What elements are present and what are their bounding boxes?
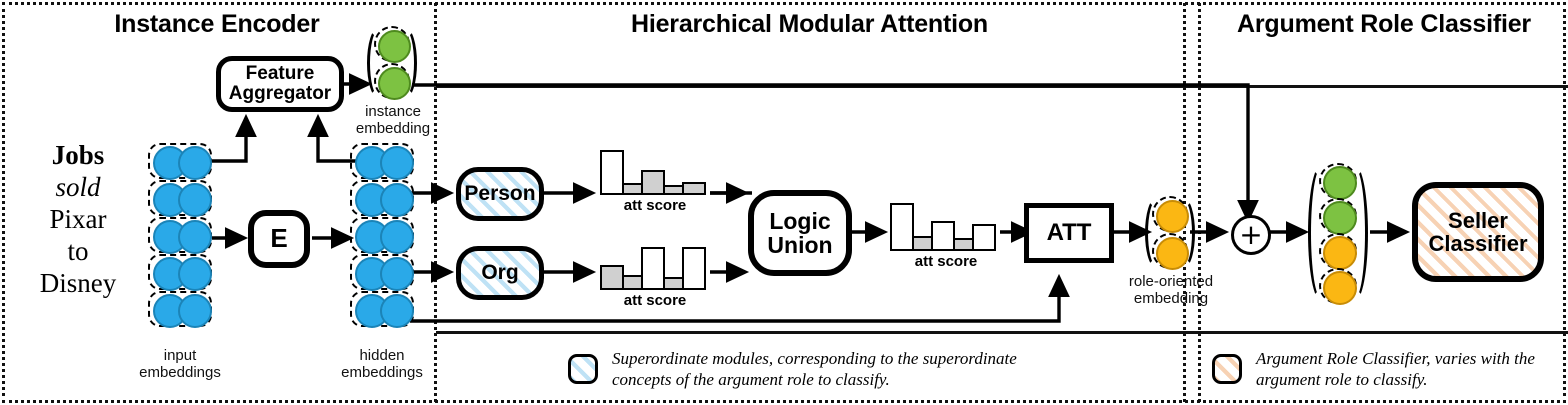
panel-title-argument-role-classifier: Argument Role Classifier [1237, 10, 1531, 38]
legend-classifier-text: Argument Role Classifier, varies with th… [1256, 349, 1535, 390]
middle-panel-top-rule [436, 85, 1568, 88]
input-embeddings-group [148, 143, 212, 328]
sum-node: + [1231, 215, 1271, 255]
bracket-right-icon [395, 28, 417, 98]
input-embedding-cell [178, 220, 212, 254]
role-embedding-cell [1156, 237, 1189, 270]
hidden-embeddings-label: hidden embeddings [322, 347, 442, 382]
instance-embedding-label-text: instance embedding [355, 103, 431, 137]
seller-classifier-label: Seller Classifier [1428, 207, 1528, 256]
concat-embedding-cell-instance [1323, 166, 1357, 200]
union-att-score-caption: att score [914, 253, 978, 270]
sentence-word-3: to [67, 236, 89, 266]
bracket-left-icon [1308, 165, 1334, 301]
sentence-word-1: sold [55, 172, 101, 202]
sentence-word-4: Disney [39, 268, 117, 298]
sentence-word-2: Pixar [49, 204, 107, 234]
input-embeddings-label: input embeddings [120, 347, 240, 382]
hidden-embedding-cell [380, 294, 414, 328]
input-embedding-cell [178, 294, 212, 328]
bar [931, 221, 955, 251]
role-oriented-embedding-label: role-oriented embedding [1106, 273, 1236, 308]
concatenated-embedding-group [1308, 163, 1368, 305]
panel-title-hierarchical-modular-attention: Hierarchical Modular Attention [630, 10, 988, 38]
legend-classifier: Argument Role Classifier, varies with th… [1212, 348, 1558, 391]
seller-classifier-box[interactable]: Seller Classifier [1412, 182, 1544, 282]
role-embedding-cell [1156, 200, 1189, 233]
role-oriented-embedding-label-text: role-oriented embedding [1128, 273, 1214, 307]
panel-divider-left [434, 3, 437, 402]
person-module-label: Person [464, 181, 536, 205]
instance-embedding-cell [378, 30, 411, 63]
org-module-box[interactable]: Org [456, 246, 544, 300]
bar [641, 170, 665, 195]
bracket-right-icon [1342, 165, 1368, 301]
encoder-box[interactable]: E [248, 210, 310, 268]
hidden-embedding-cell [380, 220, 414, 254]
input-embedding-cell [178, 257, 212, 291]
legend-superordinate: Superordinate modules, corresponding to … [568, 348, 1068, 391]
logic-union-label: Logic Union [767, 207, 833, 258]
org-att-score-caption: att score [623, 292, 687, 309]
feature-aggregator-label: Feature Aggregator [228, 63, 332, 104]
middle-panel-bottom-rule [436, 331, 1568, 334]
input-embedding-cell [178, 146, 212, 180]
hidden-embedding-cell [380, 257, 414, 291]
union-att-score-chart: att score [890, 203, 1002, 270]
bracket-right-icon [1173, 198, 1195, 268]
hidden-embeddings-label-text: hidden embeddings [341, 347, 423, 381]
bar [972, 224, 996, 251]
org-module-label: Org [481, 260, 519, 284]
bar [600, 265, 624, 290]
encoder-label: E [270, 223, 288, 254]
bar [890, 203, 914, 251]
bar [600, 150, 624, 195]
feature-aggregator-box[interactable]: Feature Aggregator [216, 56, 344, 112]
instance-embedding-label: instance embedding [330, 103, 456, 138]
logic-union-box[interactable]: Logic Union [748, 190, 852, 276]
concat-embedding-cell-role [1323, 236, 1357, 270]
role-oriented-embedding-group [1145, 196, 1195, 270]
bar [682, 247, 706, 290]
hidden-embeddings-group [350, 143, 414, 328]
legend-superordinate-text: Superordinate modules, corresponding to … [612, 349, 1017, 390]
bar [682, 182, 706, 195]
bar [641, 247, 665, 290]
att-box[interactable]: ATT [1024, 203, 1114, 263]
panel-title-instance-encoder: Instance Encoder [114, 10, 320, 38]
bracket-left-icon [367, 28, 389, 98]
org-att-score-chart: att score [600, 245, 710, 309]
att-label: ATT [1046, 219, 1092, 246]
sentence-words: Jobs sold Pixar to Disney [18, 142, 138, 297]
person-att-score-chart: att score [600, 150, 710, 214]
concat-embedding-cell-instance [1323, 201, 1357, 235]
sentence-word-0: Jobs [51, 140, 105, 170]
legend-swatch-classifier-icon [1212, 354, 1242, 385]
instance-embedding-group [367, 26, 417, 100]
bracket-left-icon [1145, 198, 1167, 268]
concat-embedding-cell-role [1323, 271, 1357, 305]
legend-swatch-superordinate-icon [568, 354, 598, 385]
input-embeddings-label-text: input embeddings [139, 347, 221, 381]
instance-embedding-cell [378, 67, 411, 100]
input-embedding-cell [178, 183, 212, 217]
person-module-box[interactable]: Person [456, 167, 544, 221]
panel-divider-right-b [1198, 3, 1201, 402]
plus-symbol: + [1239, 218, 1263, 251]
person-att-score-caption: att score [623, 197, 687, 214]
hidden-embedding-cell [380, 183, 414, 217]
hidden-embedding-cell [380, 146, 414, 180]
